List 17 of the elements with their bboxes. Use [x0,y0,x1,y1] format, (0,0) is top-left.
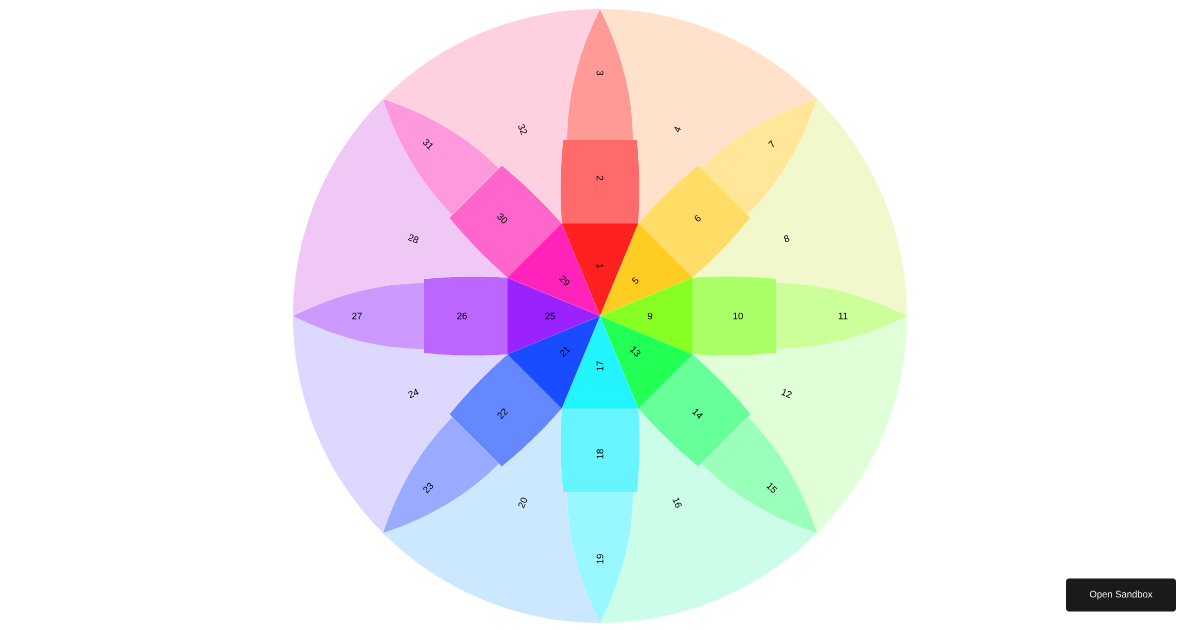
inner-petal: 30 [449,165,562,278]
inner-petal: 10 [692,276,776,356]
outer-petal: 11 [776,283,907,349]
inner-petal: 22 [449,354,562,467]
outer-petal: 7 [701,98,818,215]
outer-petal: 15 [701,417,818,534]
outer-petal: 19 [567,492,633,623]
outer-petal: 27 [293,283,424,349]
inner-petal: 14 [638,354,751,467]
inner-petal: 18 [560,408,640,492]
outer-petal: 23 [382,417,499,534]
inner-petal: 26 [424,276,508,356]
inner-petal: 6 [638,165,751,278]
outer-petal: 3 [567,9,633,140]
button: Open Sandbox [1066,578,1176,612]
outer-petal: 31 [382,98,499,215]
inner-petal: 2 [560,140,640,224]
